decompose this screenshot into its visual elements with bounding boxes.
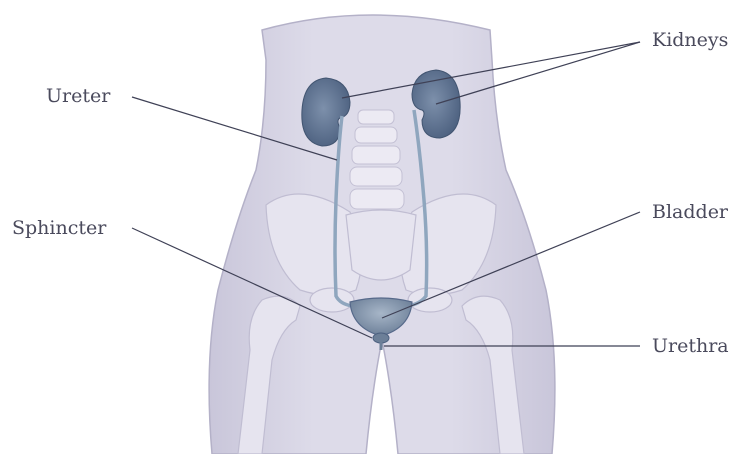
- label-ureter: Ureter: [46, 85, 110, 107]
- label-kidneys: Kidneys: [652, 29, 728, 51]
- label-sphincter: Sphincter: [12, 217, 106, 239]
- label-urethra: Urethra: [652, 335, 729, 357]
- label-bladder: Bladder: [652, 201, 728, 223]
